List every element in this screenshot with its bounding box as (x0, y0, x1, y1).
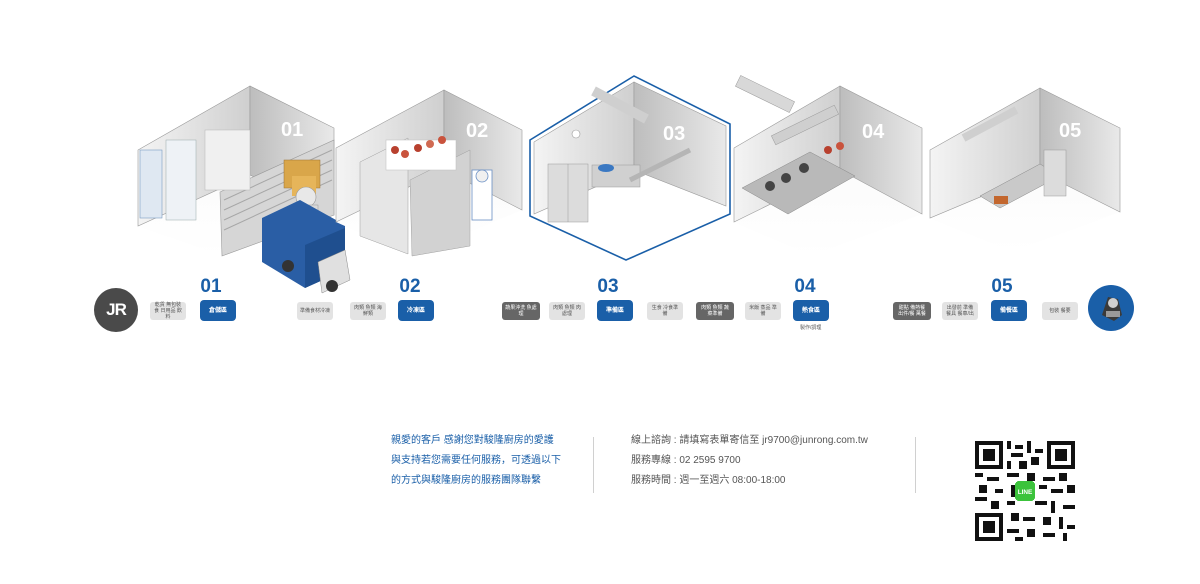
chef-mascot-icon (1089, 286, 1133, 330)
step-03-number: 03 (597, 276, 619, 297)
thanks-line-1: 親愛的客戶 感謝您對駿隆廚房的愛護 (391, 435, 554, 446)
thanks-line-2: 與支持若您需要任何服務，可透過以下 (391, 455, 561, 466)
kitchen-flow-illustration: 01 02 03 (137, 75, 1121, 294)
room-04-label: 04 (862, 121, 885, 143)
step-02-number: 02 (399, 276, 421, 297)
step-02-before-1: 準備食材冷凍 (297, 302, 333, 320)
step-04-number: 04 (794, 276, 816, 297)
junrong-logo[interactable]: JR (94, 288, 138, 332)
step-04-before-1: 肉類 魚類 蔬菜準備 (696, 302, 734, 320)
step-03-main-button[interactable]: 準備區 (597, 300, 633, 321)
room-03-prep: 03 (529, 75, 731, 261)
thanks-line-3: 的方式與駿隆廚房的服務團隊聯繫 (391, 475, 541, 486)
contact-phone[interactable]: 服務專線 : 02 2595 9700 (631, 455, 741, 466)
room-03-label: 03 (663, 123, 685, 145)
step-01-main-button[interactable]: 倉儲區 (200, 300, 236, 321)
room-01-label: 01 (281, 119, 303, 141)
step-02-main-button[interactable]: 冷凍區 (398, 300, 434, 321)
contact-info: 線上諮詢 : 請填寫表單寄信至 jr9700@junrong.com.tw 服務… (631, 434, 891, 494)
contact-hours: 服務時間 : 週一至週六 08:00-18:00 (631, 475, 786, 486)
contact-online[interactable]: 線上諮詢 : 請填寫表單寄信至 jr9700@junrong.com.tw (631, 435, 868, 446)
step-05-number: 05 (991, 276, 1013, 297)
thank-you-message: 親愛的客戶 感謝您對駿隆廚房的愛護 與支持若您需要任何服務，可透過以下 的方式與… (391, 434, 571, 494)
room-01-storage: 01 (137, 85, 351, 294)
room-04-hot-kitchen: 04 (733, 75, 923, 256)
divider-right (915, 437, 916, 493)
step-04-main-button[interactable]: 熱食區 (793, 300, 829, 321)
divider-left (593, 437, 594, 493)
step-01-number: 01 (200, 276, 222, 297)
step-05-before-1: 甜點 備熱餐 出件/餐 萬餐 (893, 302, 931, 320)
step-05-after-1: 包裝 餐要 (1042, 302, 1078, 320)
room-05-serving: 05 (929, 87, 1121, 252)
mascot-icon (1088, 285, 1134, 331)
step-05-before-2: 出發前 準備 餐具 餐車/出 (942, 302, 978, 320)
step-02-before-2: 肉類 魚類 海鮮類 (350, 302, 386, 320)
step-03-after-1: 生食 冷食準備 (647, 302, 683, 320)
step-03-before-2: 肉類 魚類 肉處理 (549, 302, 585, 320)
step-04-before-2: 米飯 蒸品 準備 (745, 302, 781, 320)
line-icon-label: LINE (1018, 489, 1033, 496)
room-02-freezer: 02 (335, 89, 523, 257)
logo-text: JR (106, 300, 127, 319)
line-icon (1015, 481, 1035, 501)
line-qr-code[interactable]: LINE (975, 441, 1075, 541)
step-01-before-1: 乾貨 無包裝食 日用品 飲料 (150, 302, 186, 320)
step-05-main-button[interactable]: 備餐區 (991, 300, 1027, 321)
step-04-note: 製作/調理 (800, 325, 822, 331)
step-03-before-1: 蔬果沖洗 魚處理 (502, 302, 540, 320)
room-05-label: 05 (1059, 120, 1081, 142)
room-02-label: 02 (466, 120, 488, 142)
